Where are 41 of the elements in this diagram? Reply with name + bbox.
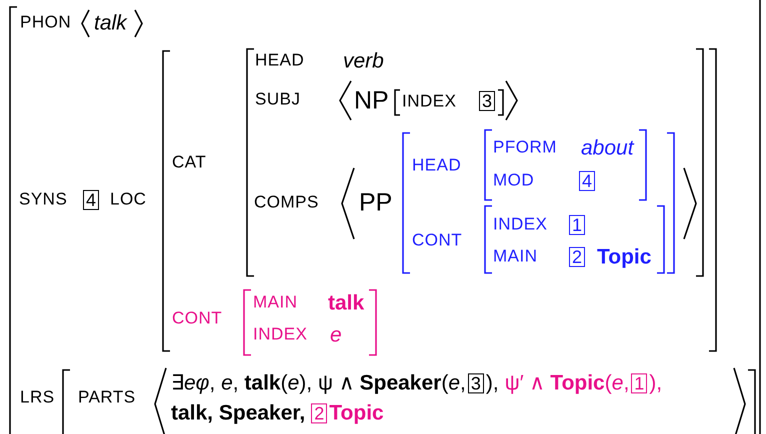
feature-value: Topic xyxy=(597,245,652,269)
feature-value: talk xyxy=(94,11,127,35)
coindex-tag: 2 xyxy=(311,403,328,424)
feature-value: verb xyxy=(343,49,384,73)
feature-label: SYNS xyxy=(19,190,68,210)
coindex-tag: 1 xyxy=(569,215,586,235)
feature-label: PHON xyxy=(20,14,72,32)
feature-label: CAT xyxy=(172,154,206,172)
feature-label: MAIN xyxy=(493,248,538,266)
feature-label: PARTS xyxy=(78,388,136,408)
feature-value: e xyxy=(330,323,342,347)
feature-label: PFORM xyxy=(493,138,557,158)
feature-label: LOC xyxy=(110,190,146,210)
feature-value: about xyxy=(581,136,634,160)
coindex-tag: 3 xyxy=(479,91,496,111)
feature-label: LRS xyxy=(20,388,55,408)
feature-label: HEAD xyxy=(255,52,304,70)
feature-label: SUBJ xyxy=(255,90,300,110)
formula-text: Topic xyxy=(329,400,384,426)
formula-text: ψ′ ∧ Topic(e, xyxy=(504,370,630,396)
feature-label: INDEX xyxy=(253,326,308,344)
category-label: NP xyxy=(354,87,389,115)
feature-label: COMPS xyxy=(254,194,319,212)
coindex-tag: 4 xyxy=(579,171,596,191)
coindex-tag: 3 xyxy=(468,373,484,394)
formula-text: talk, Speaker, xyxy=(171,400,306,426)
feature-value: talk xyxy=(328,291,364,315)
feature-label: HEAD xyxy=(412,156,462,176)
coindex-tag: 2 xyxy=(569,247,586,267)
feature-label: INDEX xyxy=(402,92,456,112)
formula-text: ), xyxy=(486,370,499,396)
feature-label: CONT xyxy=(172,310,222,328)
coindex-tag: 1 xyxy=(631,373,648,394)
feature-label: MOD xyxy=(493,172,534,190)
feature-label: CONT xyxy=(412,232,462,250)
feature-label: MAIN xyxy=(253,294,298,312)
formula-text: ∃eφ, e, talk(e), ψ ∧ Speaker(e, xyxy=(171,370,466,396)
category-label: PP xyxy=(359,189,392,217)
feature-label: INDEX xyxy=(493,216,548,234)
coindex-tag: 4 xyxy=(83,190,100,210)
formula-text: ), xyxy=(649,370,662,396)
